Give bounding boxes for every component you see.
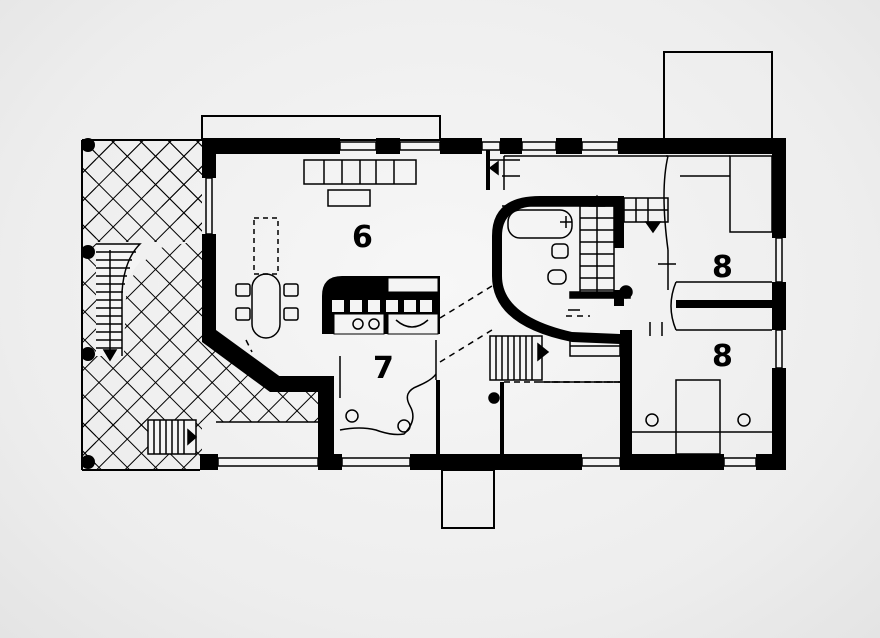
kitchen-nook (339, 356, 437, 436)
bedroom-fixtures (632, 263, 772, 455)
room-label-8-upper: 8 (712, 250, 733, 285)
bathroom-fixtures (507, 209, 580, 311)
windows (205, 141, 783, 467)
kitchen-counter (322, 276, 440, 335)
room-label-8-lower: 8 (712, 339, 733, 374)
lower-stair (488, 335, 621, 404)
terrace-steps (147, 419, 198, 455)
misc-lines (216, 156, 505, 423)
outdoor-stair (96, 243, 142, 362)
room-label-6: 6 (352, 220, 373, 255)
exterior-walls (200, 138, 786, 470)
living-room-furniture (235, 159, 417, 339)
interior-walls (436, 150, 772, 470)
room-label-7: 7 (373, 351, 394, 386)
terrace-lattice (82, 140, 318, 470)
partitions (504, 155, 773, 383)
interior-stair (569, 194, 633, 299)
terrace-posts (81, 138, 95, 469)
upper-steps (488, 159, 669, 234)
dashed-lines (245, 285, 620, 383)
terrace-outline (81, 139, 204, 471)
